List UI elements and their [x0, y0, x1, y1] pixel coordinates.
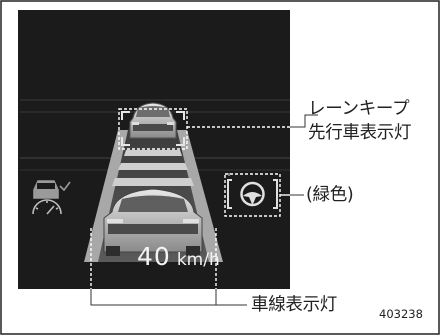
label-lane-lamp: 車線表示灯: [251, 295, 337, 315]
lane-line-right: [177, 130, 223, 262]
lead-vehicle-brackets: [121, 111, 185, 146]
steering-wheel-icon: [227, 173, 278, 209]
label-lane-keep: レーンキープ: [308, 99, 410, 119]
lead-vehicle-leader: [187, 114, 318, 128]
lane-lamp-leaders: [90, 228, 247, 306]
vehicle-speed-icon: [32, 180, 71, 215]
distance-bars: [112, 150, 194, 186]
figure-code: 403238: [379, 307, 423, 321]
label-lead-vehicle-lamp: 先行車表示灯: [308, 123, 412, 143]
own-vehicle-icon: [103, 188, 203, 256]
lane-line-left: [84, 130, 128, 262]
lead-vehicle-callout-box: [118, 108, 188, 150]
label-color-note: (緑色): [306, 185, 354, 205]
speed-unit: km/h: [176, 250, 220, 270]
speed-value: 40: [137, 242, 171, 271]
